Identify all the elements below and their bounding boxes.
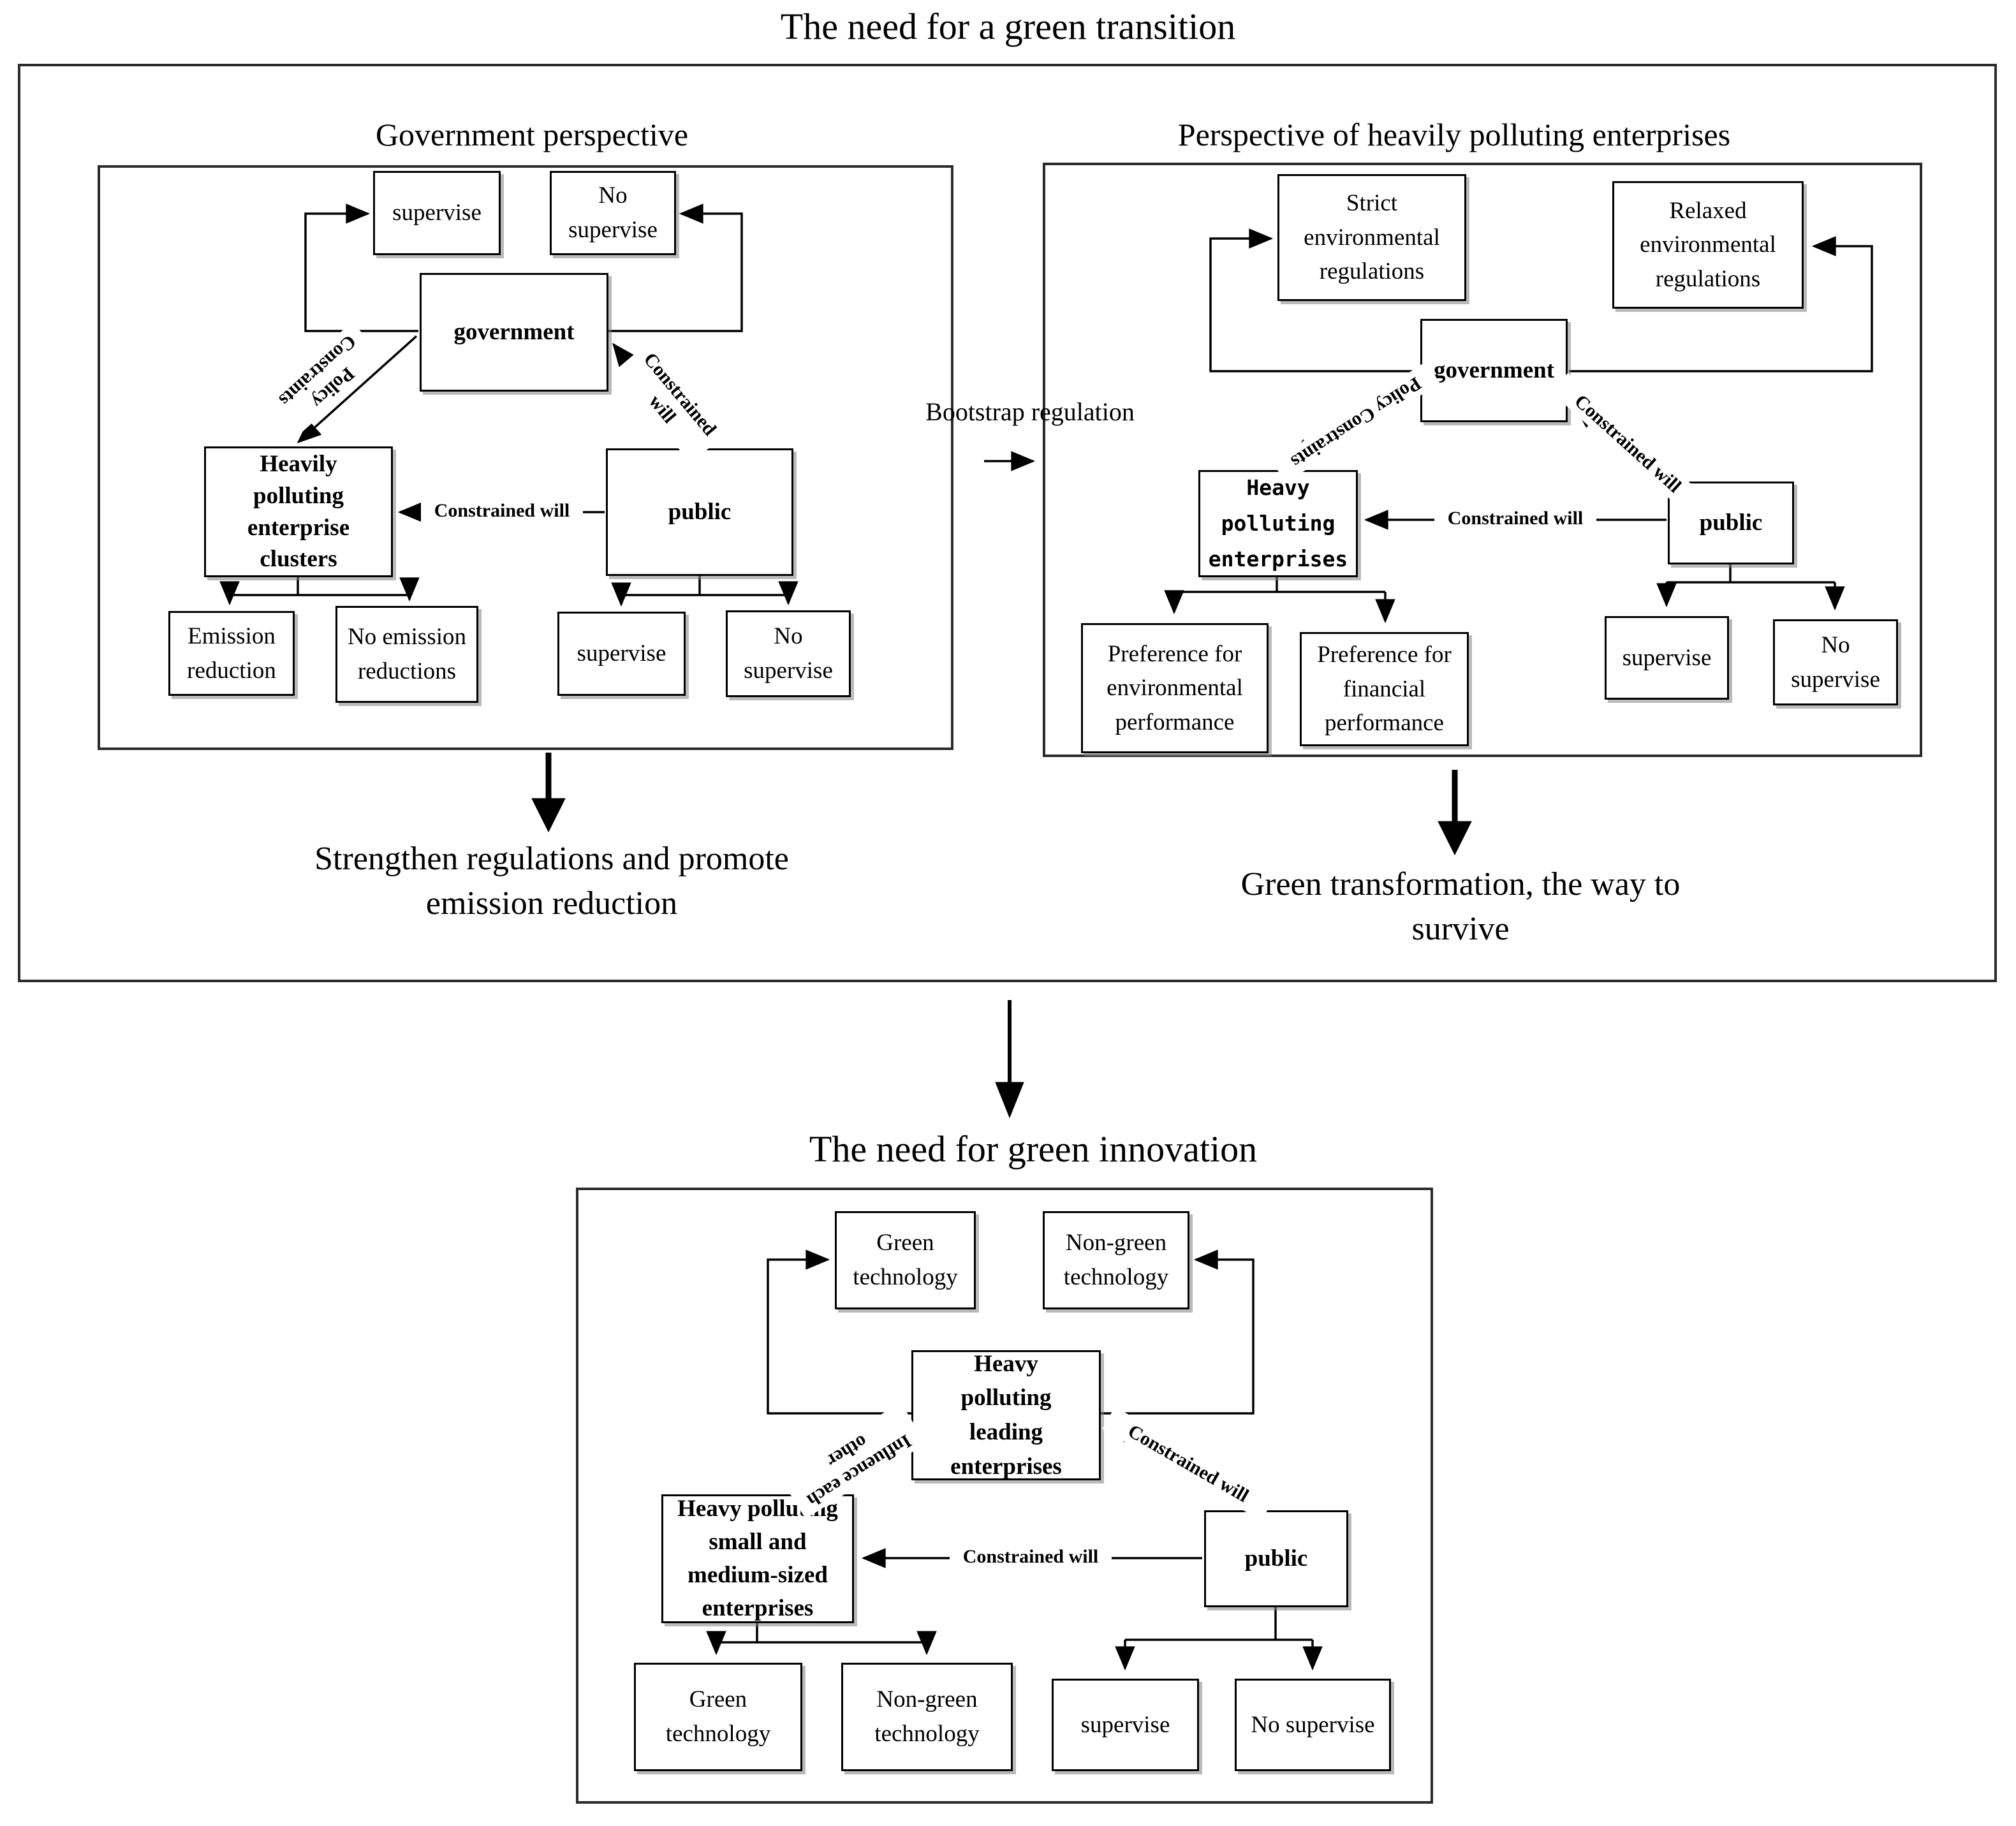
arrow-leading-to-non-green-tech [1100, 1249, 1254, 1415]
node-heavily-polluting-clusters: Heavily polluting enterprise clusters [204, 446, 393, 577]
arrowhead-govpanel-caption [531, 798, 566, 833]
arrow-government-to-supervise [304, 203, 418, 332]
arrowhead-transition-innovation [995, 1082, 1024, 1119]
edge-label-constrained-will-horizontal-left: Constrained will [421, 498, 583, 524]
government-panel-caption: Strengthen regulations and promote emiss… [314, 841, 789, 922]
node-preference-environmental: Preference for environmental performance [1081, 623, 1269, 753]
node-leading-enterprises: Heavy polluting leading enterprises [911, 1350, 1101, 1480]
enterprise-panel-title: Perspective of heavily polluting enterpr… [1177, 117, 1731, 152]
arrow-government-to-no-supervise [608, 203, 743, 332]
bootstrap-regulation-label: Bootstrap regulation [925, 397, 1135, 426]
arrow-leading-to-green-tech [767, 1249, 911, 1415]
node-no-supervise-bottom-left: No supervise [726, 610, 851, 697]
node-supervise-bottom: supervise [1052, 1679, 1199, 1771]
node-relaxed-regulations: Relaxed environmental regulations [1612, 181, 1804, 309]
arrowhead-entpanel-caption [1438, 821, 1472, 856]
node-supervise-right: supervise [1605, 616, 1729, 700]
edge-label-constrained-will-horizontal-bottom: Constrained will [950, 1544, 1112, 1570]
outer-transition-frame [18, 64, 1997, 982]
enterprise-panel-caption: Green transformation, the way to survive [1240, 866, 1681, 948]
split-enterprises [1174, 577, 1385, 593]
node-green-technology-top: Green technology [835, 1211, 976, 1309]
edge-label-constrained-will-horizontal-right: Constrained will [1434, 506, 1596, 531]
node-government-right: government [1420, 319, 1568, 422]
government-panel-title: Government perspective [375, 117, 689, 152]
node-no-supervise-right: No supervise [1773, 619, 1898, 705]
node-no-supervise-top-left: No supervise [550, 171, 676, 255]
node-supervise-bottom-left: supervise [557, 612, 686, 696]
split-sme [716, 1623, 927, 1644]
node-public-left: public [606, 448, 793, 576]
arrow-government-to-relaxed [1569, 236, 1873, 372]
node-heavy-polluting-enterprises: Heavy polluting enterprises [1198, 470, 1358, 577]
split-clusters [230, 577, 409, 596]
arrow-government-to-strict [1209, 228, 1420, 372]
node-non-green-technology-bottom: Non-green technology [841, 1663, 1013, 1771]
node-emission-reduction: Emission reduction [168, 611, 295, 696]
split-public-left [621, 576, 788, 596]
split-public-bottom [1125, 1607, 1313, 1641]
innovation-title: The need for green innovation [809, 1128, 1258, 1170]
node-green-technology-bottom: Green technology [634, 1663, 802, 1771]
node-government-left: government [420, 273, 608, 392]
node-non-green-technology-top: Non-green technology [1043, 1211, 1189, 1309]
split-public-right [1667, 564, 1835, 584]
government-perspective-frame [98, 165, 953, 750]
node-public-bottom: public [1204, 1510, 1348, 1607]
node-supervise-top-left: supervise [373, 171, 501, 255]
node-preference-financial: Preference for financial performance [1300, 632, 1469, 746]
enterprise-perspective-frame [1043, 163, 1922, 757]
node-no-supervise-bottom: No supervise [1235, 1679, 1391, 1771]
node-no-emission-reductions: No emission reductions [335, 606, 478, 703]
main-title: The need for a green transition [780, 6, 1236, 47]
node-strict-regulations: Strict environmental regulations [1277, 174, 1466, 301]
node-sme-enterprises: Heavy polluting small and medium-sized e… [661, 1494, 854, 1623]
green-innovation-frame [576, 1188, 1433, 1804]
arrow-policy-constraints-left [297, 335, 418, 444]
